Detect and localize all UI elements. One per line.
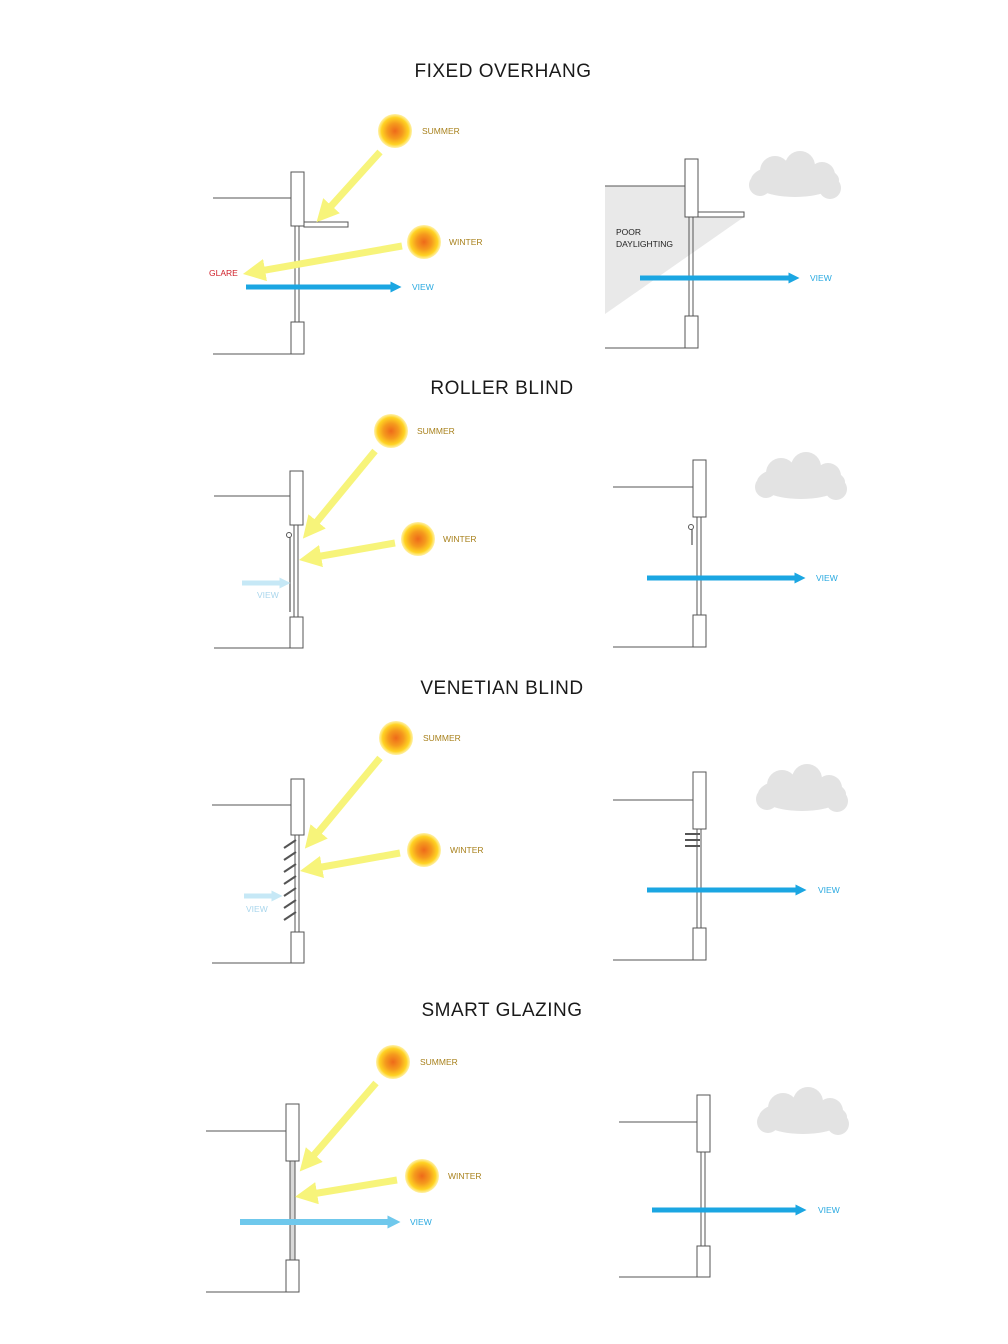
right-detail: POOR DAYLIGHTING VIEW [605, 151, 841, 349]
left-detail: SUMMER WINTER VIEW [206, 1045, 482, 1293]
summer-sun-ray [316, 149, 383, 223]
winter-sun-ray [294, 1176, 398, 1205]
view-label: VIEW [257, 590, 279, 600]
winter-label: WINTER [449, 237, 483, 247]
summer-sun-icon [379, 721, 413, 755]
poor-daylighting-label-2: DAYLIGHTING [616, 239, 673, 249]
winter-label: WINTER [450, 845, 484, 855]
window-sill [696, 1245, 711, 1278]
window-sill [290, 321, 305, 355]
winter-sun-icon [407, 833, 441, 867]
smart-glazing-tinted [289, 1160, 296, 1261]
window-head [692, 771, 707, 830]
left-detail: SUMMER WINTER VIEW [212, 721, 484, 964]
summer-label: SUMMER [417, 426, 455, 436]
poor-daylighting-label-1: POOR [616, 227, 641, 237]
summer-sun-icon [378, 114, 412, 148]
view-label: VIEW [818, 1205, 840, 1215]
left-detail: SUMMER WINTER GLARE VIEW [209, 114, 483, 355]
section-title: SMART GLAZING [422, 1000, 583, 1021]
section-roller-blind: ROLLER BLIND SUMMER WINTER VIEW [214, 378, 847, 649]
cloud-icon [756, 764, 848, 812]
section-venetian-blind: VENETIAN BLIND SUMMER WIN [212, 678, 848, 964]
winter-sun-ray [242, 242, 403, 282]
summer-sun-icon [376, 1045, 410, 1079]
window-sill [692, 614, 707, 648]
cloud-icon [755, 452, 847, 500]
summer-label: SUMMER [423, 733, 461, 743]
summer-label: SUMMER [422, 126, 460, 136]
window-sill [289, 616, 304, 649]
view-label: VIEW [810, 273, 832, 283]
section-smart-glazing: SMART GLAZING SUMMER WINTER VIEW [206, 1000, 849, 1293]
winter-label: WINTER [448, 1171, 482, 1181]
summer-sun-ray [299, 1080, 379, 1172]
summer-label: SUMMER [420, 1057, 458, 1067]
window-sill [285, 1259, 300, 1293]
window-sill [692, 927, 707, 961]
venetian-slats-stacked [685, 833, 700, 847]
cloud-icon [749, 151, 841, 199]
winter-sun-icon [401, 522, 435, 556]
winter-label: WINTER [443, 534, 477, 544]
view-label: VIEW [818, 885, 840, 895]
window-head [285, 1103, 300, 1162]
summer-sun-icon [374, 414, 408, 448]
view-label: VIEW [246, 904, 268, 914]
section-title: FIXED OVERHANG [415, 61, 592, 82]
overhang [303, 221, 349, 228]
section-fixed-overhang: FIXED OVERHANG SUMMER WINTER GLARE VIEW [209, 61, 841, 355]
roller-icon [688, 524, 694, 530]
poor-daylight-shadow [605, 186, 744, 314]
view-label: VIEW [412, 282, 434, 292]
venetian-slats-tilted [283, 839, 297, 921]
window-head [696, 1094, 711, 1153]
left-detail: SUMMER WINTER VIEW [214, 414, 477, 649]
right-detail: VIEW [613, 452, 847, 648]
roller-icon [286, 532, 292, 538]
window-head [684, 158, 699, 218]
window-head [290, 171, 305, 227]
section-title: VENETIAN BLIND [420, 678, 583, 699]
window-sill [684, 315, 699, 349]
window-head [290, 778, 305, 836]
winter-sun-icon [405, 1159, 439, 1193]
winter-sun-icon [407, 225, 441, 259]
right-detail: VIEW [619, 1087, 849, 1278]
view-label: VIEW [410, 1217, 432, 1227]
cloud-icon [757, 1087, 849, 1135]
right-detail: VIEW [613, 764, 848, 961]
window-head [289, 470, 304, 526]
summer-sun-ray [302, 448, 378, 539]
summer-sun-ray [304, 755, 383, 849]
window-head [692, 459, 707, 518]
section-title: ROLLER BLIND [430, 378, 573, 399]
winter-sun-ray [299, 849, 401, 879]
window-sill [290, 931, 305, 964]
winter-sun-ray [298, 539, 396, 568]
glare-label: GLARE [209, 268, 238, 278]
overhang [697, 211, 745, 218]
view-label: VIEW [816, 573, 838, 583]
